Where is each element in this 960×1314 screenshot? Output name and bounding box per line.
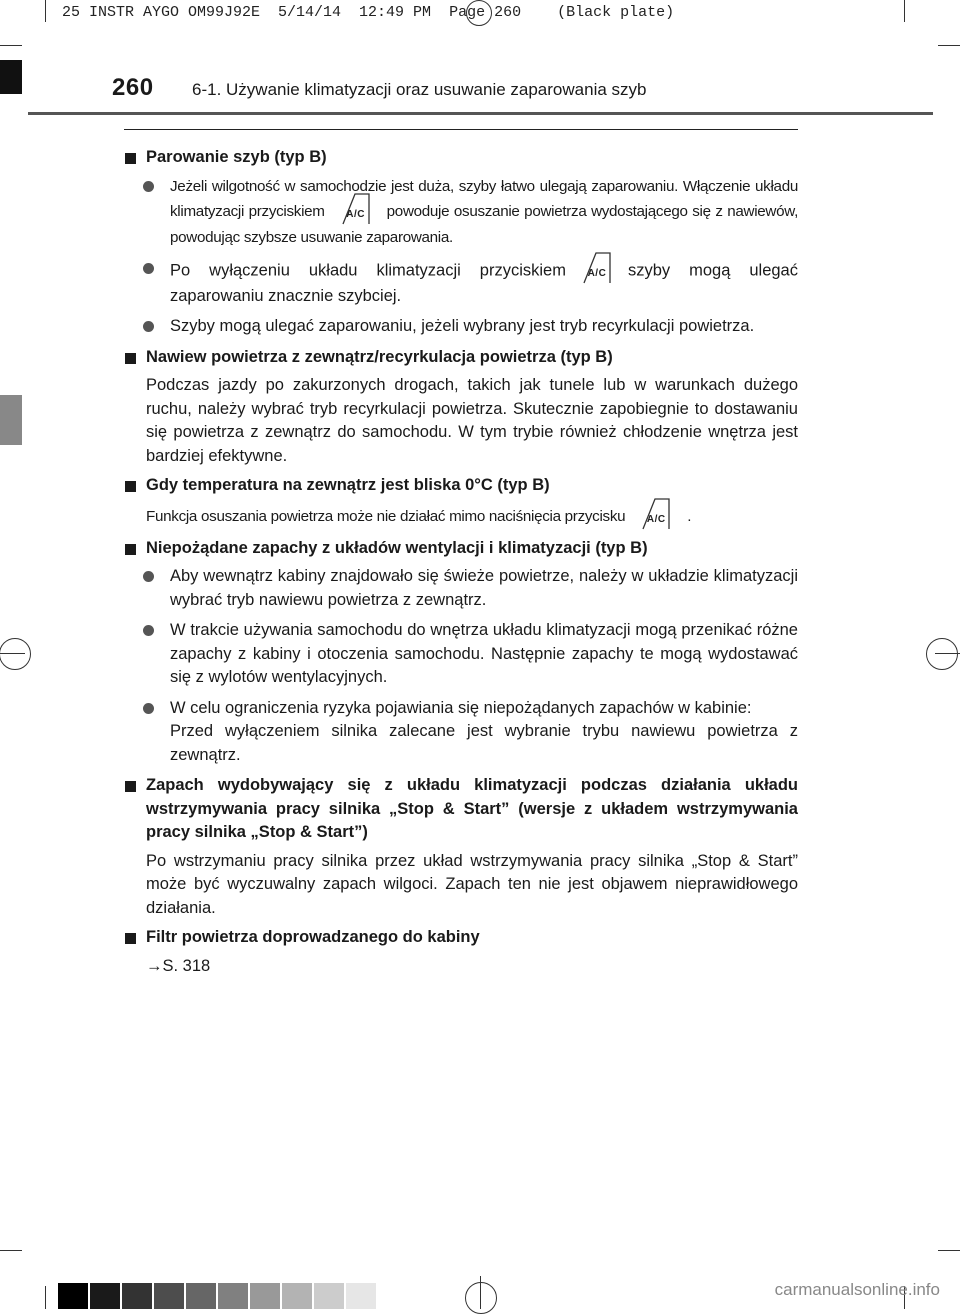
print-slug-text: 25 INSTR AYGO OM99J92E 5/14/14 12:49 PM … [62, 4, 675, 21]
crop-mark [935, 653, 960, 654]
section-heading: Zapach wydobywający się z układu klimaty… [124, 774, 798, 845]
chapter-tab [0, 60, 22, 94]
section-heading: Gdy temperatura na zewnątrz jest bliska … [124, 474, 798, 498]
round-bullet-icon [143, 321, 154, 332]
square-bullet-icon [125, 153, 136, 164]
square-bullet-icon [125, 352, 136, 364]
page-number: 260 [112, 74, 154, 101]
ac-button-icon: A/C [574, 251, 620, 285]
color-chip [186, 1283, 216, 1309]
registration-mark [465, 1282, 497, 1314]
paragraph: Podczas jazdy po zakurzonych drogach, ta… [146, 376, 798, 465]
section-heading: Filtr powietrza doprowadzanego do kabiny [124, 926, 798, 950]
ac-button-icon: A/C [333, 192, 379, 226]
paragraph: Po wstrzymaniu pracy silnika przez układ… [146, 851, 798, 917]
crop-mark [904, 1286, 905, 1309]
registration-mark [0, 638, 31, 670]
list-item: Po wyłączeniu układu klimatyzacji przyci… [124, 251, 798, 309]
section-heading: Nawiew powietrza z zewnątrz/recyrkulacja… [124, 346, 798, 370]
color-chip [90, 1283, 120, 1309]
crop-mark [0, 45, 22, 46]
round-bullet-icon [143, 702, 154, 714]
round-bullet-icon [143, 571, 154, 582]
crop-mark [0, 1250, 22, 1251]
registration-mark [926, 638, 958, 670]
header-rule [28, 112, 933, 115]
paragraph: Funkcja osuszania powietrza może nie dzi… [124, 497, 798, 531]
crop-mark [480, 1276, 481, 1309]
square-bullet-icon [125, 933, 136, 944]
crop-mark [0, 653, 25, 654]
list-item: W celu ograniczenia ryzyka pojawiania si… [124, 697, 798, 768]
crop-mark [904, 0, 905, 22]
crop-mark [45, 0, 46, 22]
list-item: Szyby mogą ulegać zaparowaniu, jeżeli wy… [124, 315, 798, 339]
round-bullet-icon [143, 262, 154, 274]
page-content: Parowanie szyb (typ B) Jeżeli wilgotność… [124, 140, 798, 984]
list-item: Aby wewnątrz kabiny znajdowało się śwież… [124, 565, 798, 612]
color-chip [346, 1283, 376, 1309]
ac-button-icon: A/C [633, 497, 679, 531]
crop-mark [938, 45, 960, 46]
color-chip [250, 1283, 280, 1309]
crop-mark [938, 1250, 960, 1251]
registration-mark [466, 0, 492, 26]
color-chip [282, 1283, 312, 1309]
square-bullet-icon [125, 781, 136, 792]
color-calibration-bar [58, 1283, 378, 1309]
color-chip [154, 1283, 184, 1309]
section-rule [124, 129, 798, 130]
chapter-tab-marker [0, 395, 22, 445]
color-chip [122, 1283, 152, 1309]
square-bullet-icon [125, 543, 136, 555]
watermark: carmanualsonline.info [774, 1280, 940, 1299]
list-item: Jeżeli wilgotność w samochodzie jest duż… [124, 175, 798, 250]
section-heading: Parowanie szyb (typ B) [124, 146, 798, 170]
crop-mark [45, 1286, 46, 1309]
list-item: W trakcie używania samochodu do wnętrza … [124, 619, 798, 690]
cross-reference-link[interactable]: →S. 318 [146, 956, 211, 975]
round-bullet-icon [143, 625, 154, 636]
section-heading: Niepożądane zapachy z układów wentylacji… [124, 537, 798, 561]
color-chip [218, 1283, 248, 1309]
page-title: 6-1. Używanie klimatyzacji oraz usuwanie… [192, 80, 647, 99]
color-chip [314, 1283, 344, 1309]
square-bullet-icon [125, 481, 136, 492]
color-chip [58, 1283, 88, 1309]
round-bullet-icon [143, 180, 154, 192]
